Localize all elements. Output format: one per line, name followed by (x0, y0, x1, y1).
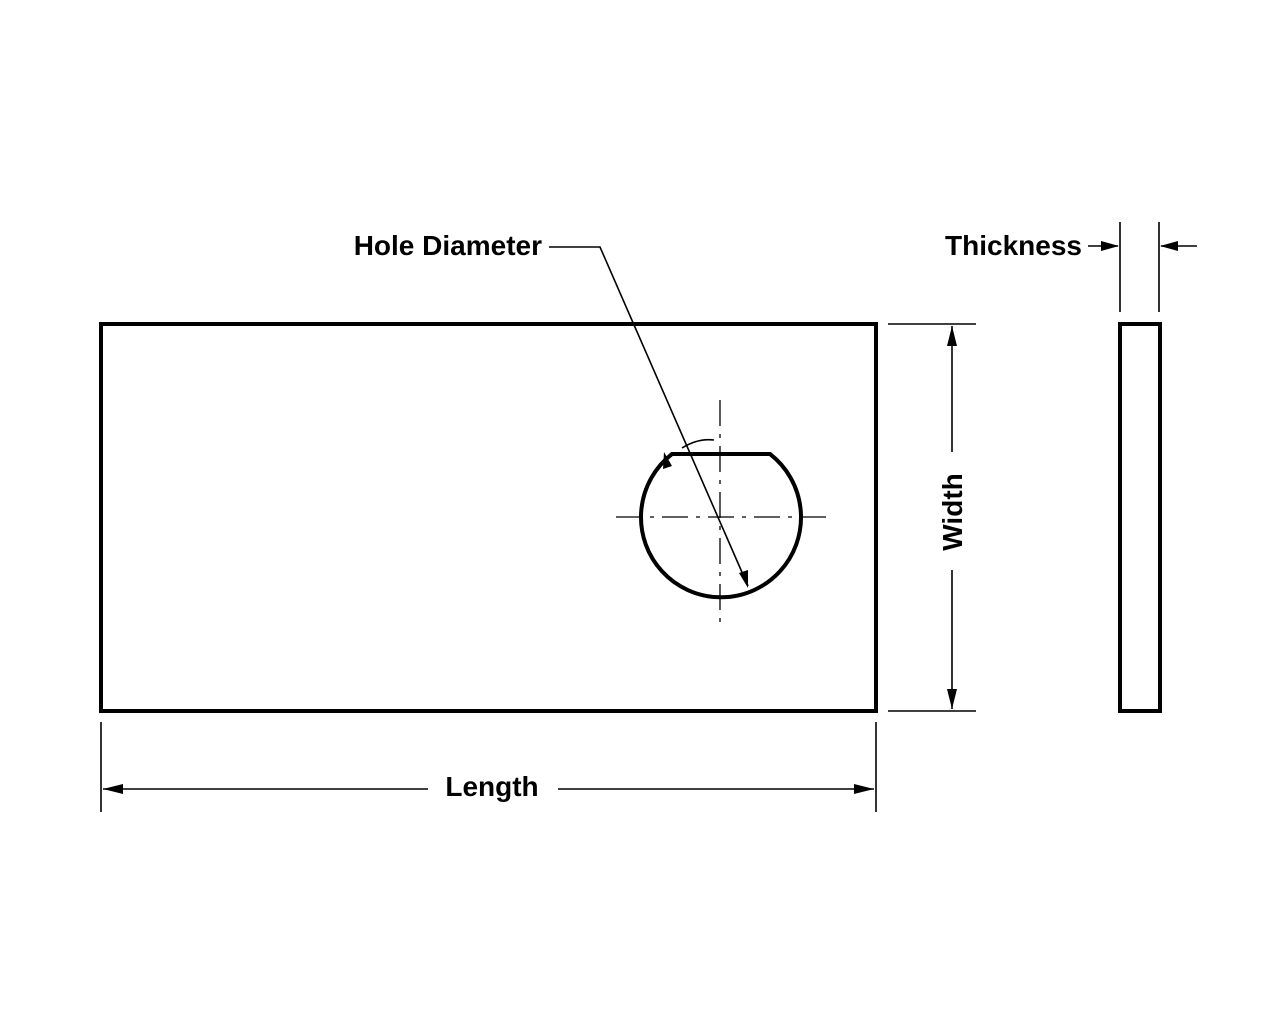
hole-outline (639, 452, 803, 600)
length-label: Length (445, 771, 538, 802)
hole-diameter-arrow-top (663, 452, 672, 469)
thickness-arrow-left (1101, 241, 1119, 251)
hole-diameter-leader (549, 246, 749, 587)
hole-diameter-arrow-bottom (739, 570, 748, 588)
hole-construction-arc (681, 438, 715, 449)
width-arrow-bottom (947, 689, 957, 709)
hole-diameter-label: Hole Diameter (354, 230, 542, 261)
thickness-label: Thickness (945, 230, 1082, 261)
width-label: Width (937, 473, 968, 551)
plate-side-view (1118, 322, 1162, 713)
length-arrow-left (103, 784, 123, 794)
thickness-arrow-right (1160, 241, 1178, 251)
plate-front-view (99, 322, 878, 713)
width-arrow-top (947, 326, 957, 346)
length-arrow-right (854, 784, 874, 794)
